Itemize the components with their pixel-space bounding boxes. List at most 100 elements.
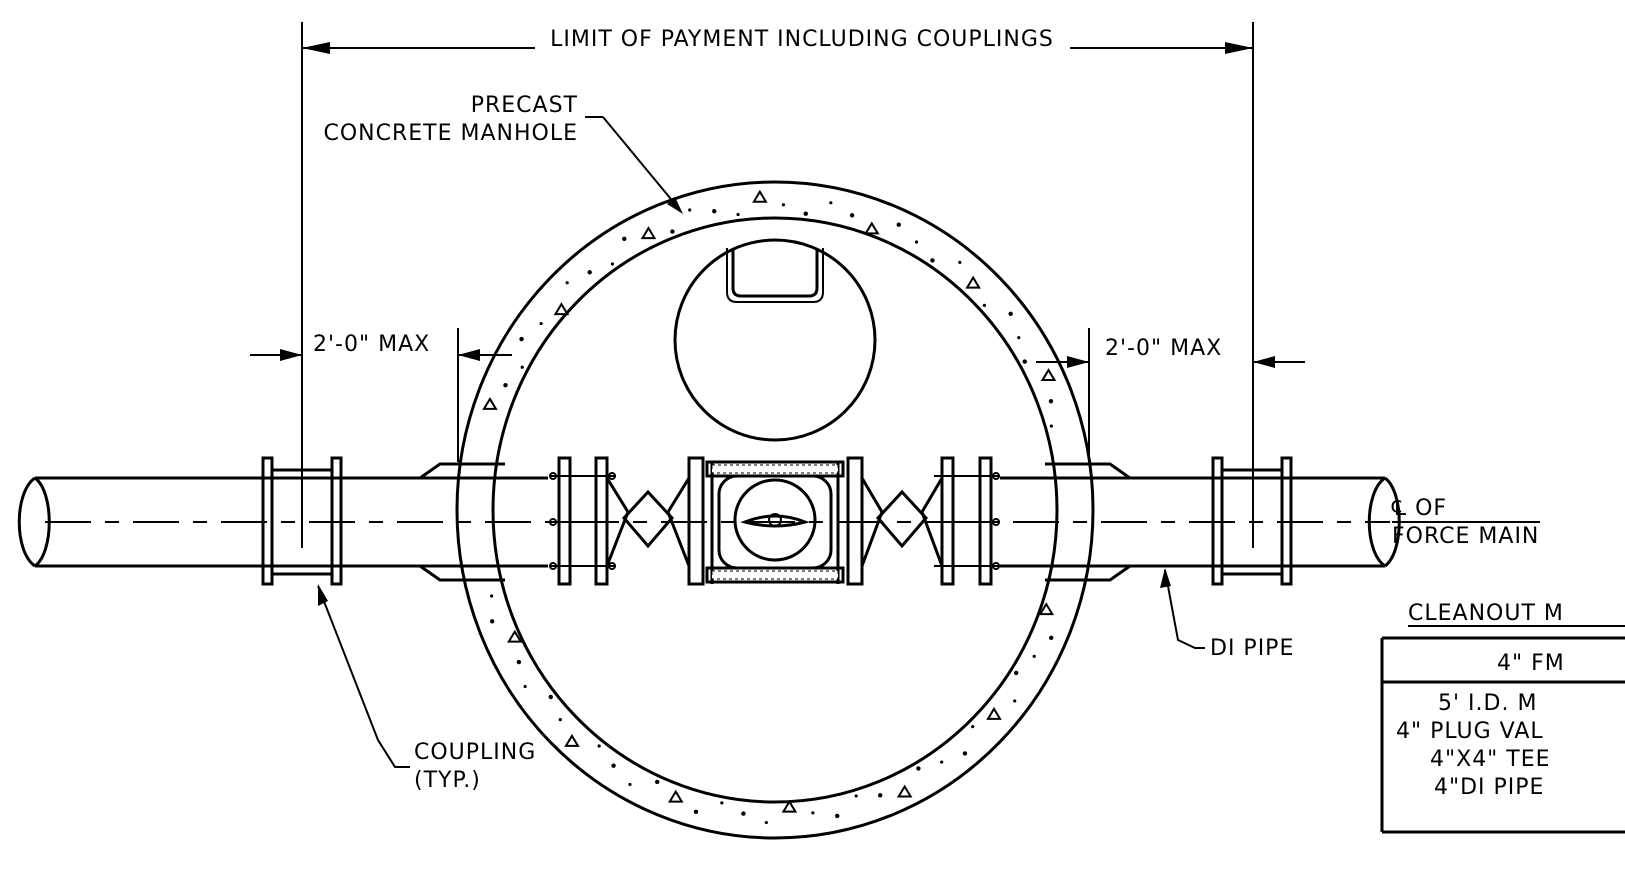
aggregate-dot: [565, 281, 569, 285]
aggregate-dot: [523, 684, 527, 689]
aggregate-dot: [610, 262, 615, 266]
aggregate-dot: [628, 782, 632, 787]
aggregate-dot: [1008, 311, 1013, 317]
cleanout-material-table: CLEANOUT M 4" FM 5' I.D. M 4" PLUG VAL 4…: [1380, 601, 1625, 834]
aggregate-dot: [849, 213, 855, 218]
aggregate-dot: [712, 208, 717, 214]
aggregate-triangle: [781, 799, 798, 813]
aggregate-triangle: [752, 189, 768, 203]
di-pipe-leader: DI PIPE: [1160, 568, 1294, 661]
aggregate-dot: [693, 809, 699, 815]
aggregate-triangle: [482, 396, 498, 410]
flange-left: [549, 456, 616, 586]
table-row-1: 5' I.D. M: [1438, 691, 1537, 716]
aggregate-dot: [503, 382, 508, 388]
aggregate-dot: [597, 744, 601, 748]
aggregate-dot: [971, 725, 975, 729]
aggregate-dot: [958, 260, 962, 264]
aggregate-dot: [655, 779, 660, 785]
aggregate-dot: [1048, 399, 1054, 404]
manhole-label-line2: CONCRETE MANHOLE: [323, 121, 578, 146]
aggregate-triangle: [1038, 602, 1055, 616]
wall-sleeves: [419, 462, 1131, 582]
table-title: CLEANOUT M: [1408, 601, 1564, 626]
aggregate-dot: [688, 208, 692, 212]
di-pipe-label: DI PIPE: [1210, 636, 1294, 661]
force-main-pipe: [17, 476, 1401, 568]
aggregate-dot: [1049, 635, 1054, 641]
access-opening: [673, 238, 877, 442]
aggregate-dot: [558, 718, 562, 722]
left-max-label: 2'-0" MAX: [313, 332, 430, 357]
aggregate-dot: [520, 365, 524, 369]
centerline-label-line1: ℄ OF: [1391, 496, 1447, 521]
aggregate-dot: [1017, 336, 1021, 340]
aggregate-dot: [962, 751, 968, 756]
right-max-dimension: 2'-0" MAX: [1036, 328, 1305, 462]
centerline-label: ℄ OF FORCE MAIN: [1391, 496, 1540, 549]
aggregate-dot: [1013, 699, 1017, 703]
aggregate-dot: [519, 336, 524, 342]
aggregate-dot: [877, 793, 883, 798]
table-row-4: 4"DI PIPE: [1434, 775, 1544, 800]
plug-valve-right: [860, 477, 944, 567]
aggregate-triangle: [667, 789, 684, 803]
manhole-label-line1: PRECAST: [471, 93, 578, 118]
aggregate-triangle: [864, 221, 880, 235]
limit-of-payment-dimension: LIMIT OF PAYMENT INCLUDING COUPLINGS: [301, 22, 1254, 548]
manhole-leader: PRECAST CONCRETE MANHOLE: [323, 93, 683, 214]
aggregate-dot: [622, 236, 627, 242]
aggregate-dot: [741, 811, 746, 816]
aggregate-dot: [1032, 654, 1036, 658]
coupling-left: [261, 456, 343, 586]
coupling-leader: COUPLING (TYP.): [317, 584, 536, 793]
aggregate-triangle: [896, 784, 913, 798]
aggregate-dot: [736, 212, 740, 217]
table-header: 4" FM: [1497, 651, 1565, 676]
centerline-label-line2: FORCE MAIN: [1392, 524, 1539, 549]
aggregate-triangle: [553, 302, 570, 316]
plug-valve-left: [605, 477, 691, 567]
aggregate-dot: [1013, 670, 1019, 676]
aggregate-dot: [611, 763, 616, 768]
aggregate-dot: [539, 321, 543, 326]
aggregate-dot: [803, 211, 808, 216]
aggregate-triangle: [1040, 368, 1057, 382]
aggregate-dot: [940, 760, 944, 764]
aggregate-dot: [916, 766, 921, 771]
coupling-right: [1211, 456, 1293, 586]
aggregate-triangle: [564, 733, 580, 747]
aggregate-triangle: [965, 275, 981, 289]
aggregate-dot: [896, 222, 901, 227]
aggregate-dot: [811, 811, 815, 815]
aggregate-dot: [1022, 359, 1027, 364]
aggregate-triangle: [986, 706, 1002, 720]
aggregate-dot: [982, 303, 986, 307]
aggregate-dot: [930, 258, 935, 263]
right-max-label: 2'-0" MAX: [1105, 336, 1222, 361]
aggregate-dot: [670, 229, 675, 234]
limit-of-payment-label: LIMIT OF PAYMENT INCLUDING COUPLINGS: [550, 27, 1054, 52]
aggregate-dot: [835, 813, 840, 819]
aggregate-dot: [490, 594, 494, 598]
tee-fitting: [687, 456, 864, 586]
aggregate-dot: [914, 240, 919, 244]
aggregate-dot: [781, 203, 786, 207]
aggregate-dot: [587, 270, 592, 275]
coupling-label-line1: COUPLING: [414, 740, 536, 765]
flange-right: [934, 456, 1000, 586]
concrete-aggregate-pattern: [482, 189, 1057, 825]
left-max-dimension: 2'-0" MAX: [250, 328, 512, 462]
aggregate-dot: [1049, 424, 1053, 428]
aggregate-dot: [854, 794, 858, 798]
coupling-label-line2: (TYP.): [414, 768, 481, 793]
table-row-3: 4"X4" TEE: [1430, 747, 1551, 772]
aggregate-dot: [548, 694, 553, 700]
aggregate-dot: [516, 659, 522, 665]
aggregate-dot: [720, 801, 724, 805]
aggregate-dot: [489, 619, 495, 624]
aggregate-triangle: [506, 629, 523, 643]
aggregate-triangle: [640, 226, 657, 240]
aggregate-dot: [764, 820, 768, 825]
